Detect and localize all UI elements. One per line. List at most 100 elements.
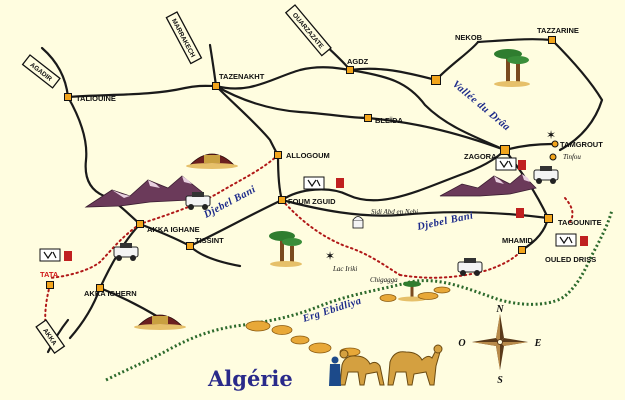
- town-sidi-label: Sidi Abd en Nebi: [371, 208, 418, 216]
- compass-south-label: S: [497, 375, 503, 386]
- road-foumzguid-tagounite: [280, 198, 550, 220]
- road-agdz-nekob: [348, 67, 438, 82]
- hotel-icon: [64, 251, 72, 261]
- town-chigagga-label: Chigagga: [370, 276, 398, 284]
- road-marrakech-tazenakht: [208, 43, 218, 88]
- town-tissint-label: TISSINT: [195, 236, 224, 245]
- sand-dunes-icon: [245, 286, 451, 357]
- road-taliouine-south: [66, 95, 142, 226]
- nomad-tent-icon: [186, 153, 238, 169]
- road-akkaighern-akka: [68, 286, 102, 340]
- road-bleida-zagora: [366, 116, 507, 152]
- 4x4-vehicle-icon: [185, 192, 211, 210]
- road-agadir-taliouine: [40, 46, 70, 99]
- 4x4-vehicle-icon: [457, 258, 483, 276]
- tata-marker: [46, 281, 54, 289]
- tazzarine-marker: [548, 36, 556, 44]
- town-akkaighern-label: AKKA IGHERN: [84, 289, 137, 298]
- town-ouleddriss-label: OULED DRISS: [545, 255, 596, 264]
- hotel-icon: [516, 208, 524, 218]
- tazenakht-marker: [212, 82, 220, 90]
- sign-ouarzazate-label: OUARZAZATE: [291, 12, 325, 51]
- traveler-figure-icon: [329, 356, 341, 386]
- tamgrout-marker: [551, 140, 559, 148]
- town-bleida-label: BLEÏDA: [375, 116, 404, 125]
- town-allogoum-label: ALLOGOUM: [286, 151, 330, 160]
- tissint-marker: [186, 242, 194, 250]
- tagounite-marker: [544, 214, 553, 223]
- taliouine-marker: [64, 93, 72, 101]
- piste-akkaighane-tata: [49, 223, 141, 279]
- town-tamgrout-label: TAMGROUT: [560, 140, 603, 149]
- star-site-icon: ✶: [546, 128, 556, 142]
- sign-marrakech: MARRAKECH: [165, 11, 203, 65]
- mountains-east: [439, 173, 537, 197]
- town-tazenakht-label: TAZENAKHT: [219, 72, 265, 81]
- town-laciriki-label: Lac Iriki: [332, 265, 357, 273]
- road-allogoum-foumzguid: [276, 153, 284, 202]
- zagora-marker: [500, 145, 510, 155]
- road-tissint-foumzguid: [188, 198, 284, 248]
- hotel-icon: [495, 157, 517, 171]
- road-tazzarine-south: [550, 38, 604, 152]
- sign-ouarzazate: OUARZAZATE: [284, 4, 332, 57]
- 4x4-vehicle-icon: [113, 243, 139, 261]
- sign-akka: AKKA: [35, 319, 66, 355]
- town-tinfou-label: Tinfou: [563, 153, 581, 161]
- town-tata-label: TATA: [40, 270, 59, 279]
- 4x4-vehicle-icon: [533, 166, 559, 184]
- town-zagora-label: ZAGORA: [464, 152, 497, 161]
- mountains-west: [84, 175, 203, 208]
- star-site-icon: ✶: [325, 249, 335, 263]
- road-zagora-tamgrout: [503, 142, 554, 152]
- piste-tagounite-south: [564, 197, 574, 223]
- town-markers: [46, 36, 559, 292]
- akkaighern-marker: [96, 284, 104, 292]
- road-nekob-tazzarine: [476, 38, 554, 44]
- road-tazenakht-agdz: [214, 66, 352, 90]
- town-mhamid-label: MHAMID: [502, 236, 533, 245]
- compass-rose: N S E O: [458, 304, 541, 386]
- town-agdz-label: AGDZ: [347, 57, 369, 66]
- road-foumzguid-zagora: [280, 148, 507, 202]
- hotel-icon: [303, 176, 325, 190]
- sidi-shrine-icon: [352, 216, 364, 229]
- piste-iriki-mhamid: [399, 249, 523, 279]
- piste-allogoum-west: [139, 154, 279, 225]
- road-tissint-east: [188, 244, 242, 268]
- road-nekob-north: [434, 40, 480, 82]
- palm-trees-icon: [269, 231, 302, 267]
- akkaighane-marker: [136, 220, 144, 228]
- town-foumzguid-label: FOUM ZGUID: [288, 197, 336, 206]
- hotel-icon: [580, 236, 588, 246]
- foumzguid-marker: [278, 196, 286, 204]
- town-tazzarine-label: TAZZARINE: [537, 26, 579, 35]
- allogoum-marker: [274, 151, 282, 159]
- town-tagounite-label: TAGOUNITE: [558, 218, 602, 227]
- hotel-icon: [555, 233, 577, 247]
- country-label: Algérie: [207, 366, 293, 391]
- tinfou-marker: [549, 153, 557, 161]
- hotel-icon: [518, 160, 526, 170]
- nekob-marker: [431, 75, 441, 85]
- town-nekob-label: NEKOB: [455, 33, 483, 42]
- region-vallee-draa-label: Vallée du Drâa: [450, 79, 512, 134]
- town-akkaighane-label: AKKA IGHANE: [147, 225, 200, 234]
- compass-west-label: O: [458, 338, 465, 349]
- nomad-tent-icon: [134, 314, 186, 330]
- road-taliouine-tazenakht: [66, 84, 218, 99]
- road-tazenakht-bleida: [214, 84, 370, 120]
- agdz-marker: [346, 66, 354, 74]
- hotel-icon: [336, 178, 344, 188]
- road-tazenakht-allogoum: [214, 84, 280, 157]
- town-labels: TALIOUINE TAZENAKHT AGDZ NEKOB TAZZARINE…: [40, 26, 603, 298]
- mhamid-marker: [518, 246, 526, 254]
- palm-trees-icon: [494, 49, 530, 87]
- compass-east-label: E: [534, 338, 542, 349]
- hotel-icon: [39, 248, 61, 262]
- camel-caravan-icon: [339, 344, 443, 386]
- compass-north-label: N: [495, 304, 504, 315]
- piste-foumzguid-iriki: [281, 199, 401, 276]
